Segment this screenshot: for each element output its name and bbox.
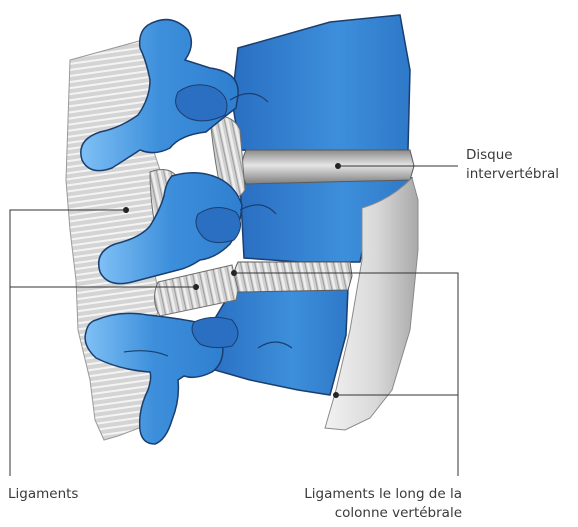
label-disc-line-2: intervertébral: [466, 165, 559, 184]
label-disc-line-1: Disque: [466, 146, 559, 165]
vertebral-body-top: [232, 15, 410, 152]
label-long-line-2: colonne vertébrale: [272, 504, 462, 523]
intervertebral-disc-lower: [234, 262, 352, 292]
label-intervertebral-disc: Disque intervertébral: [466, 146, 559, 184]
label-ligaments-text: Ligaments: [8, 486, 78, 502]
label-longitudinal-ligaments: Ligaments le long de la colonne vertébra…: [272, 485, 462, 523]
intervertebral-disc-upper: [242, 150, 414, 184]
label-long-line-1: Ligaments le long de la: [272, 485, 462, 504]
label-ligaments: Ligaments: [8, 485, 78, 504]
